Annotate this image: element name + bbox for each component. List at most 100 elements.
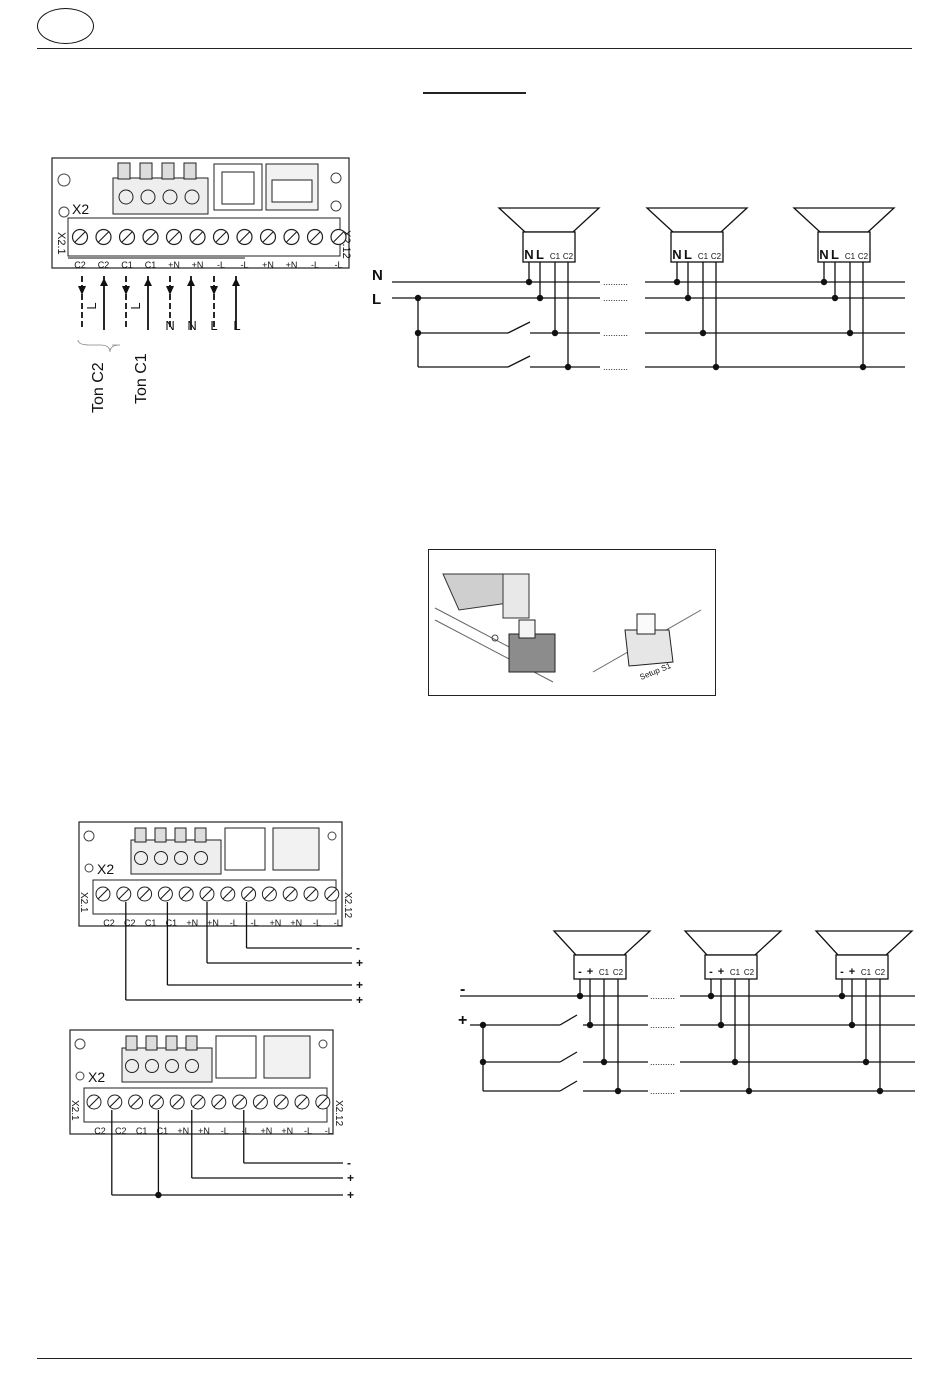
wire-arrow [122,286,130,295]
wire-arrow [187,278,195,286]
svg-text:C2: C2 [563,252,574,261]
junction-dot [551,329,559,337]
svg-text:+: + [587,966,593,978]
svg-text:L: L [684,247,692,262]
polarity-label: + [356,956,363,970]
end-label: X2.12 [342,892,353,919]
svg-text:-: - [840,966,844,978]
junction-dot [684,294,692,302]
block-label: X2 [72,201,89,217]
svg-text:C1: C1 [698,252,709,261]
dots: .......... [603,362,628,372]
terminal-label: +N [281,1126,293,1136]
terminal-label: C1 [145,918,157,928]
svg-text:C1: C1 [861,968,872,977]
rail-plus-label: + [458,1012,467,1029]
junction-dot [414,294,422,302]
wire-label: L [233,318,240,333]
start-label: X2.1 [69,1100,80,1121]
junction-dot [846,329,854,337]
terminal-label: -L [230,918,238,928]
terminal-label: -L [242,1126,250,1136]
wire-arrow [78,286,86,295]
wire-label: L [84,302,99,309]
bus-lines [460,995,915,1092]
footer-rule [37,1358,912,1359]
terminal-label: +N [207,918,219,928]
header-rule [37,48,912,49]
wire-label: L [128,302,143,309]
junction-dot [717,1021,725,1029]
dots: .......... [650,1020,675,1030]
terminal-label: C1 [145,260,157,270]
junction-dot [673,278,681,286]
junction-dot [862,1058,870,1066]
terminal-label: -L [313,918,321,928]
svg-text:N: N [819,247,828,262]
junction-dot [564,363,572,371]
terminal-label: +N [270,918,282,928]
terminal-label: C2 [103,918,115,928]
terminal-label: C2 [94,1126,106,1136]
switch-illustration: Setup S1 [434,573,702,683]
terminal-label: +N [262,260,274,270]
junction-dot [586,1021,594,1029]
junction-dot [848,1021,856,1029]
wire-arrow [144,278,152,286]
switch-photo-frame: Setup S1 [428,549,716,696]
svg-text:C2: C2 [613,968,624,977]
start-label: X2.1 [78,892,89,913]
polarity-label: - [356,941,360,955]
terminal-label: C1 [121,260,133,270]
junction-dot [614,1087,622,1095]
terminal-label: -L [334,918,342,928]
language-badge [37,8,94,44]
svg-text:C2: C2 [711,252,722,261]
junction-dot [731,1058,739,1066]
dots: .......... [603,328,628,338]
junction-dot [576,992,584,1000]
terminal-label: -L [240,260,248,270]
input-wires [78,276,240,330]
board-outline [69,1029,334,1135]
svg-text:+: + [849,966,855,978]
svg-text:C1: C1 [845,252,856,261]
wire-label: L [210,318,217,333]
output-wires: -++ [111,1110,354,1202]
junction-dot [479,1058,487,1066]
block-label: X2 [88,1069,105,1085]
junction-dot [155,1191,162,1199]
title-underline [423,92,526,94]
svg-text:C1: C1 [730,968,741,977]
terminal-label: -L [325,1126,333,1136]
junction-dot [707,992,715,1000]
tone-c2-label: Ton C2 [90,362,107,413]
junction-dot [600,1058,608,1066]
junction-dot [745,1087,753,1095]
polarity-label: - [347,1156,351,1170]
terminal-label: C2 [124,918,136,928]
board-outline [78,821,343,927]
terminal-label: C2 [115,1126,127,1136]
terminal-label: C2 [74,260,86,270]
terminal-label: -L [217,260,225,270]
polarity-label: + [356,993,363,1007]
junction-dot [414,329,422,337]
terminal-label: -L [251,918,259,928]
continuation-dots: ........................................ [603,277,628,372]
dots: .......... [603,277,628,287]
svg-text:C2: C2 [744,968,755,977]
start-label: X2.1 [55,232,67,255]
svg-text:N: N [672,247,681,262]
